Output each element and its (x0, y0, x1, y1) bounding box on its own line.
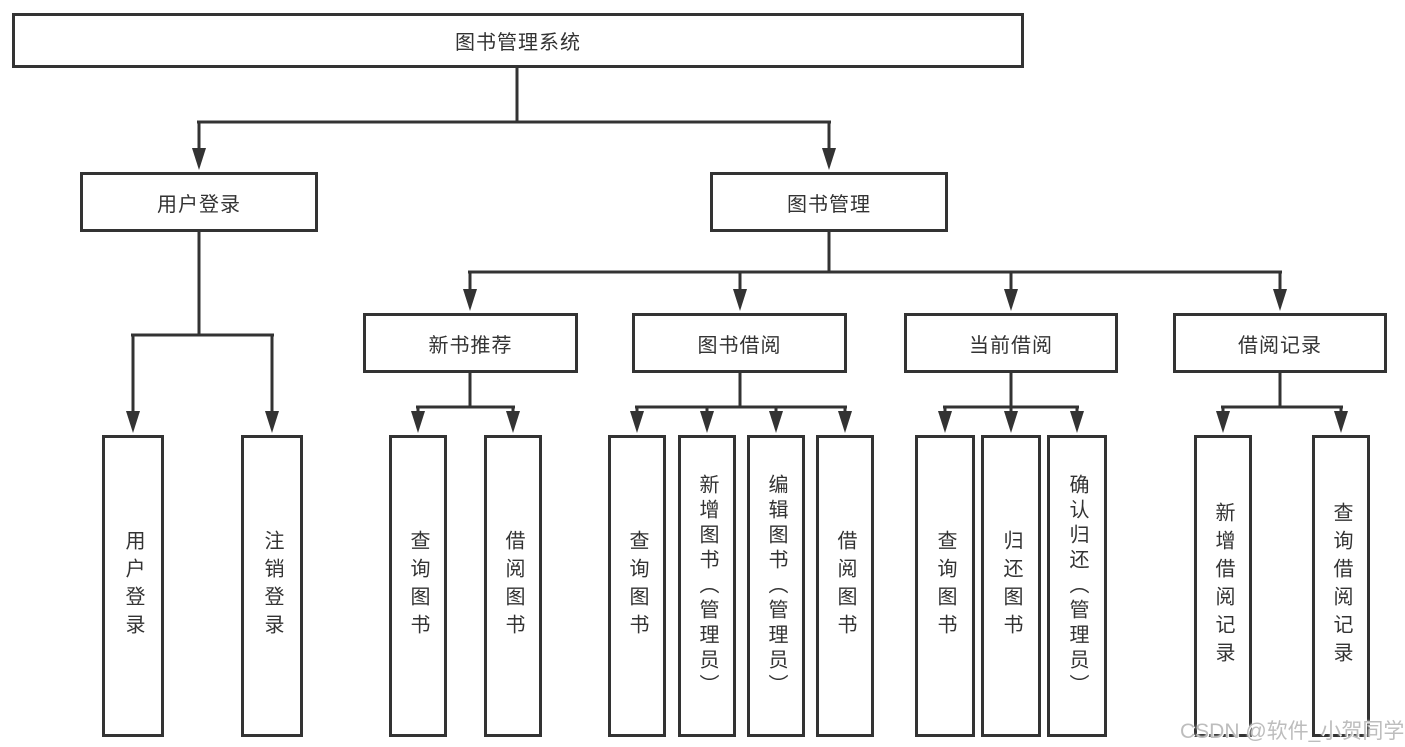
leaf-query-books-borrow: 查询图书 (608, 435, 666, 737)
leaf-borrow-books-recommend: 借阅图书 (484, 435, 542, 737)
node-label: 当前借阅 (969, 334, 1053, 357)
node-label: 新增图书（管理员） (696, 473, 718, 699)
node-label: 借阅记录 (1238, 334, 1322, 357)
node-root: 图书管理系统 (12, 13, 1024, 68)
connector-new-book-to-leaves (411, 373, 520, 433)
leaf-query-books-recommend: 查询图书 (389, 435, 447, 737)
node-label: 借阅图书 (502, 530, 524, 642)
node-book-management: 图书管理 (710, 172, 948, 232)
connector-borrow-records-to-leaves (1216, 373, 1348, 433)
node-label: 注销登录 (261, 530, 283, 642)
node-label: 新增借阅记录 (1212, 502, 1234, 670)
connector-user-login-to-leaves (126, 232, 279, 433)
node-label: 图书管理 (787, 193, 871, 216)
node-label: 查询图书 (407, 530, 429, 642)
leaf-return-book: 归还图书 (981, 435, 1041, 737)
watermark: CSDN @软件_小贺同学 (1180, 720, 1405, 743)
leaf-add-book-admin: 新增图书（管理员） (678, 435, 736, 737)
leaf-borrow-books: 借阅图书 (816, 435, 874, 737)
node-label: 用户登录 (122, 530, 144, 642)
node-book-borrow: 图书借阅 (632, 313, 847, 373)
leaf-user-login: 用户登录 (102, 435, 164, 737)
node-label: 归还图书 (1000, 530, 1022, 642)
node-label: 图书管理系统 (455, 32, 581, 54)
node-current-borrow: 当前借阅 (904, 313, 1118, 373)
leaf-add-borrow-record: 新增借阅记录 (1194, 435, 1252, 737)
node-label: 查询图书 (626, 530, 648, 642)
leaf-confirm-return-admin: 确认归还（管理员） (1047, 435, 1107, 737)
node-user-login: 用户登录 (80, 172, 318, 232)
leaf-query-borrow-record: 查询借阅记录 (1312, 435, 1370, 737)
connector-book-borrow-to-leaves (630, 373, 852, 433)
node-borrow-records: 借阅记录 (1173, 313, 1387, 373)
node-label: 查询借阅记录 (1330, 502, 1352, 670)
connector-current-borrow-to-leaves (938, 373, 1084, 433)
node-label: 图书借阅 (697, 334, 782, 357)
leaf-logout-login: 注销登录 (241, 435, 303, 737)
connector-book-management-to-level3 (463, 232, 1287, 311)
node-label: 确认归还（管理员） (1066, 473, 1088, 699)
node-label: 查询图书 (934, 530, 956, 642)
node-label: 用户登录 (157, 193, 241, 216)
node-label: 借阅图书 (834, 530, 856, 642)
connector-root-to-level2 (192, 68, 836, 170)
node-new-book-recommend: 新书推荐 (363, 313, 578, 373)
node-label: 编辑图书（管理员） (765, 473, 787, 699)
leaf-edit-book-admin: 编辑图书（管理员） (747, 435, 805, 737)
node-label: 新书推荐 (428, 334, 513, 357)
leaf-query-books-current: 查询图书 (915, 435, 975, 737)
